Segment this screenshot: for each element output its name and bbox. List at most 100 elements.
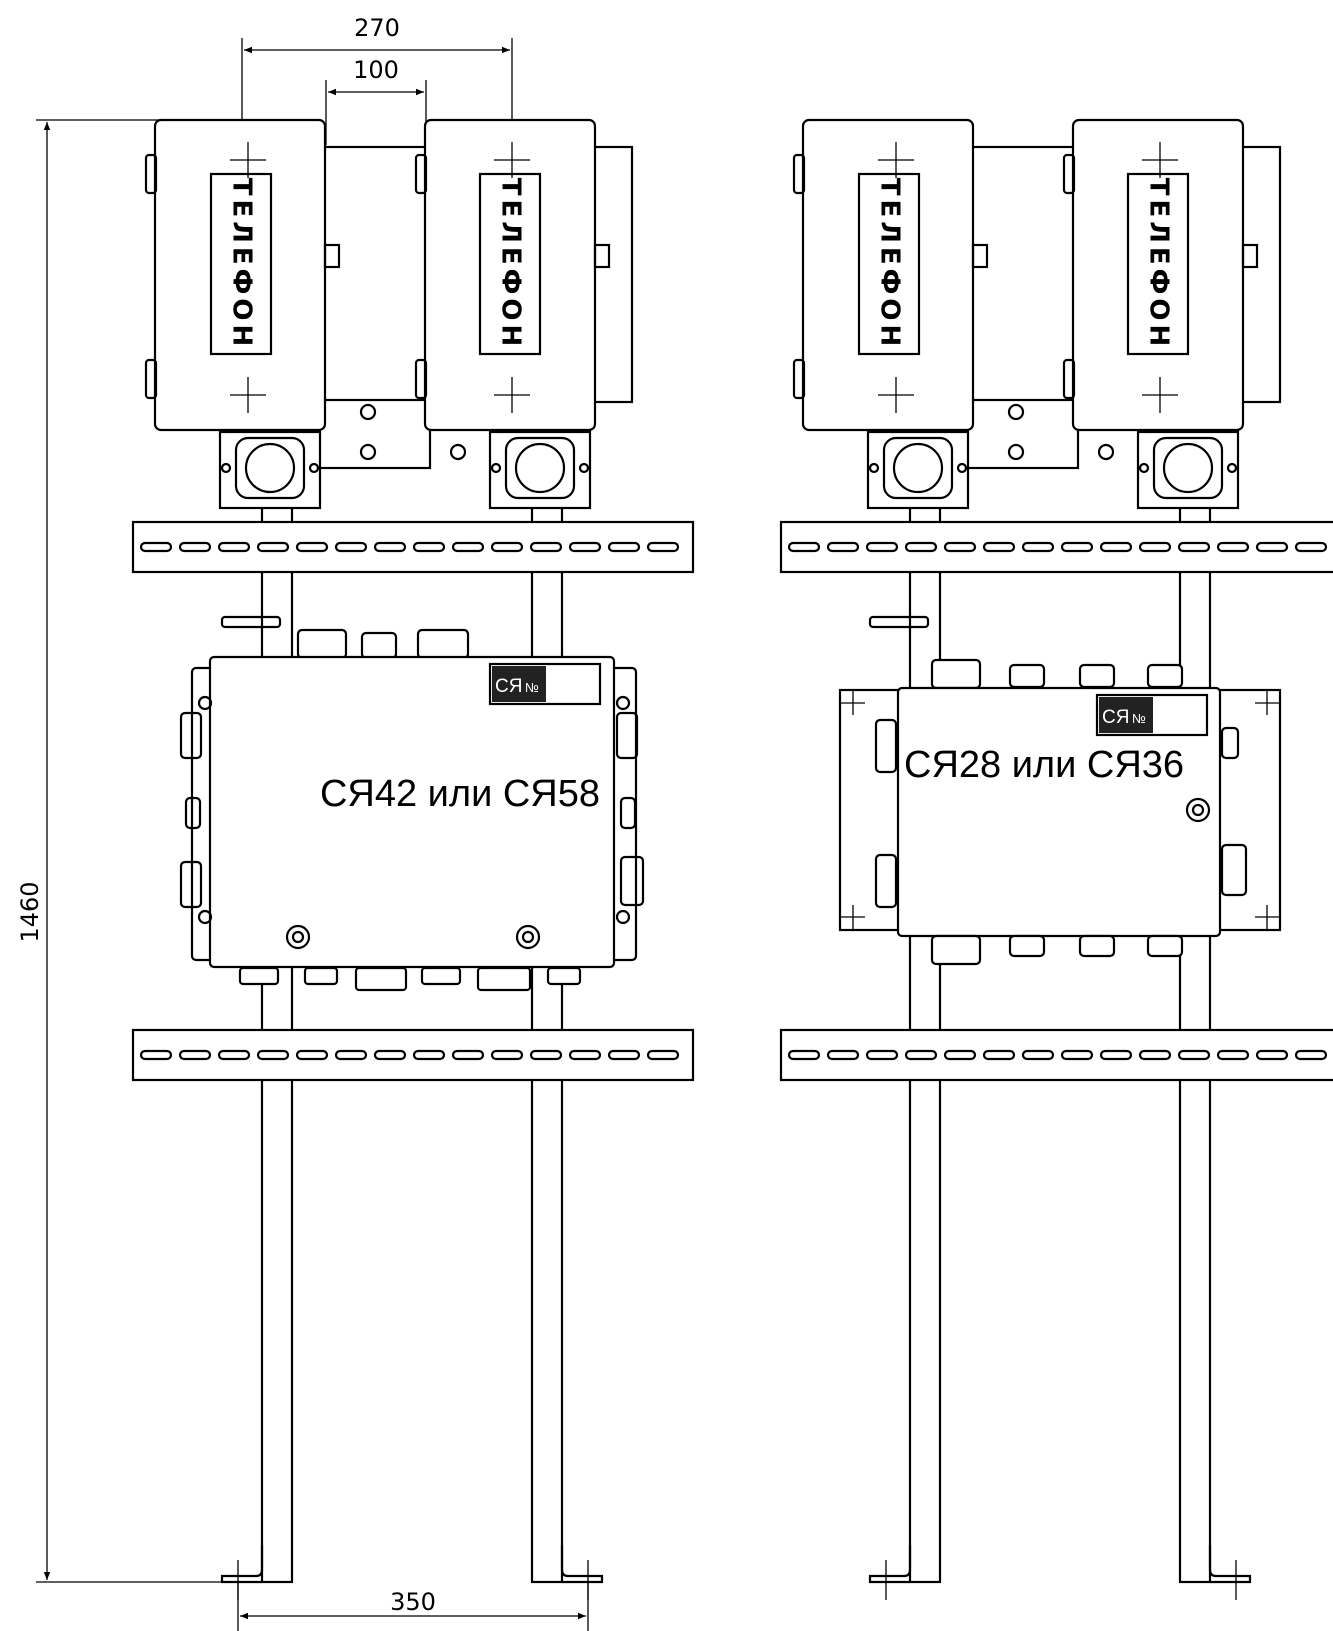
rail-slot xyxy=(451,541,485,553)
phone-label: ТЕЛЕФОН xyxy=(496,178,526,351)
rail-slot xyxy=(217,541,251,553)
din-rail-upper xyxy=(131,520,695,574)
rail-slot xyxy=(217,1049,251,1061)
rail-slot xyxy=(1060,1049,1094,1061)
rail-slot xyxy=(787,1049,821,1061)
rail-slot xyxy=(139,541,173,553)
rail-slot xyxy=(490,541,524,553)
telephone-box-1: ТЕЛЕФОН xyxy=(792,118,989,510)
rail-slot xyxy=(1099,541,1133,553)
phone-label: ТЕЛЕФОН xyxy=(227,178,257,351)
rail-slot xyxy=(826,1049,860,1061)
bolt xyxy=(359,443,377,461)
phone-housing xyxy=(801,118,975,432)
rail-slot xyxy=(178,541,212,553)
rail-slot xyxy=(139,1049,173,1061)
junction-box-label: СЯ42 или СЯ58 xyxy=(320,773,600,815)
rail-slot xyxy=(904,541,938,553)
phone-housing xyxy=(423,118,597,432)
bolt xyxy=(359,403,377,421)
phone-label: ТЕЛЕФОН xyxy=(875,178,905,351)
junction-box-body xyxy=(896,686,1222,938)
rail-slot xyxy=(1138,541,1172,553)
id-plate-no: № xyxy=(525,680,539,695)
rail-slot xyxy=(334,541,368,553)
rail-slot xyxy=(1021,1049,1055,1061)
junction-box-small: СЯ № СЯ28 или СЯ36 xyxy=(838,615,1282,966)
telephone-box-2: ТЕЛЕФОН xyxy=(414,118,611,510)
id-plate-label: СЯ xyxy=(1102,707,1129,728)
dimension-350: 350 xyxy=(237,1580,589,1631)
rail-slot xyxy=(982,1049,1016,1061)
rail-slot xyxy=(1138,1049,1172,1061)
rail-slot xyxy=(295,541,329,553)
telephone-box-2: ТЕЛЕФОН xyxy=(1062,118,1259,510)
dimension-100: 100 xyxy=(325,56,427,155)
rail-slot xyxy=(256,1049,290,1061)
rail-slot xyxy=(295,1049,329,1061)
rail-slot xyxy=(865,1049,899,1061)
dimension-1460-label: 1460 xyxy=(16,881,44,942)
id-plate-label: СЯ xyxy=(495,676,522,697)
left-assembly: ТЕЛЕФОН ТЕЛЕФОН xyxy=(131,118,695,1600)
id-plate: СЯ № xyxy=(488,662,602,706)
rail-slot xyxy=(904,1049,938,1061)
left-foot xyxy=(220,1545,264,1600)
phone-housing xyxy=(153,118,327,432)
right-foot xyxy=(1208,1545,1252,1600)
rail-slot xyxy=(607,541,641,553)
rail-slot xyxy=(607,1049,641,1061)
dimension-350-label: 350 xyxy=(390,1588,436,1616)
rail-slot xyxy=(451,1049,485,1061)
rail-slot xyxy=(1216,541,1250,553)
rail-slot xyxy=(1294,1049,1328,1061)
rail-slot xyxy=(334,1049,368,1061)
bolt xyxy=(449,443,467,461)
rail-slot xyxy=(1294,541,1328,553)
rail-slot xyxy=(1255,541,1289,553)
dimension-270: 270 xyxy=(241,14,513,158)
din-rail-lower xyxy=(779,1028,1333,1082)
junction-box-body xyxy=(208,655,616,969)
rail-slot xyxy=(1099,1049,1133,1061)
rail-slot xyxy=(529,541,563,553)
rail-slot xyxy=(646,1049,680,1061)
rail-slot xyxy=(490,1049,524,1061)
right-foot xyxy=(560,1545,604,1600)
left-foot xyxy=(868,1545,912,1600)
rail-slot xyxy=(787,541,821,553)
rail-slot xyxy=(1216,1049,1250,1061)
rail-slot xyxy=(412,541,446,553)
dimension-100-label: 100 xyxy=(353,56,399,84)
id-plate: СЯ № xyxy=(1095,693,1209,737)
rail-slot xyxy=(256,541,290,553)
right-assembly: ТЕЛЕФОН ТЕЛЕФОН xyxy=(779,118,1333,1600)
phone-label: ТЕЛЕФОН xyxy=(1144,178,1174,351)
dimension-1460: 1460 xyxy=(16,119,240,1583)
handset-port xyxy=(1162,442,1214,494)
rail-slot xyxy=(412,1049,446,1061)
rail-slot xyxy=(826,541,860,553)
phone-housing xyxy=(1071,118,1245,432)
id-plate-no: № xyxy=(1132,711,1146,726)
rail-slot xyxy=(568,1049,602,1061)
rail-slot xyxy=(1021,541,1055,553)
rail-slot xyxy=(373,1049,407,1061)
dimension-270-label: 270 xyxy=(354,14,400,42)
junction-box-label: СЯ28 или СЯ36 xyxy=(904,744,1184,786)
rail-slot xyxy=(1060,541,1094,553)
rail-slot xyxy=(943,541,977,553)
rail-slot xyxy=(178,1049,212,1061)
handset-port xyxy=(514,442,566,494)
rail-slot xyxy=(865,541,899,553)
rail-slot xyxy=(646,541,680,553)
rail-slot xyxy=(568,541,602,553)
din-rail-lower xyxy=(131,1028,695,1082)
rail-slot xyxy=(529,1049,563,1061)
phone-label-plate xyxy=(478,172,542,356)
handset-port xyxy=(244,442,296,494)
din-rail-upper xyxy=(779,520,1333,574)
rail-slot xyxy=(1177,541,1211,553)
rail-slot xyxy=(1255,1049,1289,1061)
